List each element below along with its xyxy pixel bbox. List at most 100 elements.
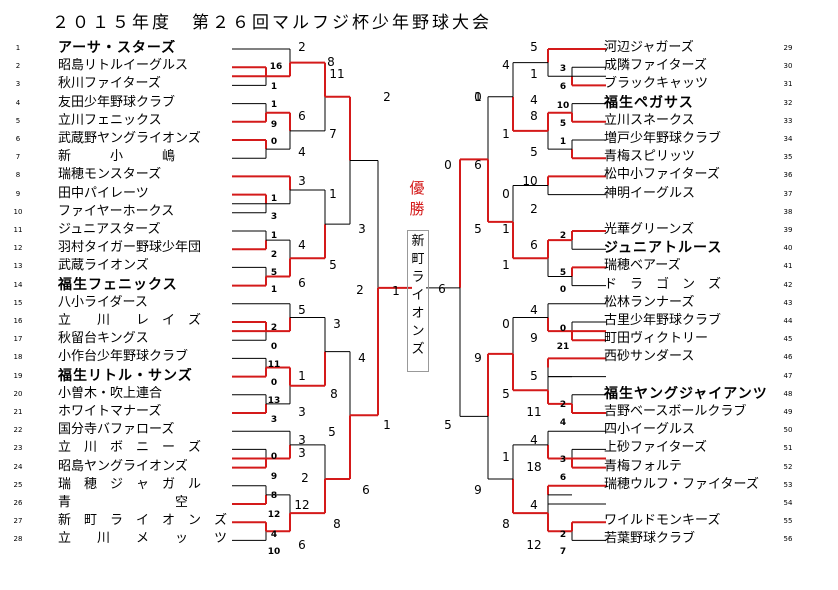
score-label: 5 bbox=[444, 418, 452, 432]
team-name: 立 川 レ イ ズ bbox=[58, 313, 202, 328]
team-name: ド ラ ゴ ン ズ bbox=[604, 276, 722, 292]
score-label: 6 bbox=[474, 158, 482, 172]
score-label: 8 bbox=[327, 55, 335, 69]
score-label: 4 bbox=[270, 530, 278, 540]
team-number: 26 bbox=[13, 499, 23, 507]
score-label: 8 bbox=[530, 109, 538, 123]
score-label: 3 bbox=[358, 222, 366, 236]
score-label: 8 bbox=[270, 491, 278, 501]
team-number: 13 bbox=[13, 262, 23, 271]
team-number: 23 bbox=[13, 444, 23, 453]
team-name: 昭島リトルイーグルス bbox=[58, 58, 189, 74]
team-number: 39 bbox=[783, 226, 793, 234]
score-label: 3 bbox=[559, 455, 567, 465]
team-number: 36 bbox=[783, 171, 793, 180]
team-name: ホワイトマナーズ bbox=[58, 404, 162, 419]
score-label: 0 bbox=[559, 285, 567, 295]
score-label: 0 bbox=[270, 137, 278, 147]
team-number: 3 bbox=[15, 80, 21, 89]
score-label: 8 bbox=[330, 387, 338, 401]
score-label: 1 bbox=[270, 82, 278, 92]
team-number: 55 bbox=[783, 517, 793, 526]
team-name bbox=[604, 495, 812, 511]
score-label: 11 bbox=[267, 360, 281, 370]
team-number: 21 bbox=[13, 408, 23, 416]
team-number: 25 bbox=[13, 480, 23, 489]
team-name: 福生フェニックス bbox=[58, 276, 178, 293]
team-name: 八小ライダース bbox=[58, 294, 148, 310]
score-label: 5 bbox=[502, 387, 510, 401]
team-name: 瑞穂モンスターズ bbox=[58, 167, 162, 183]
score-label: 1 bbox=[474, 90, 482, 104]
champion-label: 優勝 bbox=[409, 179, 425, 218]
team-name: 光華グリーンズ bbox=[604, 222, 695, 237]
team-name: 羽村タイガー野球少年団 bbox=[58, 240, 202, 256]
team-name: 瑞穂ベアーズ bbox=[604, 258, 681, 274]
score-label: 5 bbox=[530, 369, 538, 383]
score-label: 6 bbox=[559, 473, 567, 483]
score-label: 3 bbox=[270, 212, 278, 222]
score-label: 1 bbox=[329, 187, 337, 201]
team-name bbox=[604, 368, 812, 384]
team-name: 町田ヴィクトリー bbox=[604, 331, 709, 347]
score-label: 1 bbox=[270, 100, 278, 110]
score-label: 1 bbox=[502, 258, 510, 272]
team-name: 福生リトル・サンズ bbox=[58, 367, 193, 384]
team-name bbox=[604, 204, 812, 220]
team-number: 14 bbox=[13, 280, 23, 289]
team-number: 12 bbox=[13, 244, 23, 253]
team-number: 10 bbox=[13, 207, 23, 216]
score-label: 6 bbox=[298, 109, 306, 123]
score-label: 4 bbox=[530, 498, 538, 512]
score-label: 12 bbox=[294, 498, 310, 512]
score-label: 1 bbox=[270, 194, 278, 204]
team-name: 昭島ヤングライオンズ bbox=[58, 458, 188, 474]
team-number: 9 bbox=[15, 189, 21, 198]
score-label: 4 bbox=[530, 303, 538, 317]
score-label: 9 bbox=[474, 351, 482, 365]
team-name: 瑞 穂 ジ ャ ガ ル bbox=[58, 476, 202, 492]
score-label: 3 bbox=[333, 317, 341, 331]
team-number: 31 bbox=[783, 80, 793, 89]
team-number: 15 bbox=[13, 298, 23, 307]
score-label: 5 bbox=[298, 303, 306, 317]
score-label: 1 bbox=[270, 285, 278, 295]
team-number: 17 bbox=[13, 335, 23, 344]
team-name: 田中パイレーツ bbox=[58, 185, 149, 201]
score-label: 2 bbox=[298, 40, 306, 54]
team-name: 松中小ファイターズ bbox=[604, 167, 720, 183]
score-label: 4 bbox=[358, 351, 366, 365]
score-label: 5 bbox=[530, 40, 538, 54]
team-number: 41 bbox=[783, 262, 793, 271]
team-number: 6 bbox=[15, 135, 21, 143]
team-name: ブラックキャッツ bbox=[604, 76, 709, 92]
score-label: 2 bbox=[559, 400, 567, 410]
score-label: 6 bbox=[362, 483, 370, 497]
score-label: 18 bbox=[526, 460, 542, 474]
team-name: 新 町 ラ イ オ ン ズ bbox=[58, 513, 228, 529]
team-name: 国分寺バファローズ bbox=[58, 422, 175, 438]
team-number: 49 bbox=[783, 408, 793, 416]
team-name: 四小イーグルス bbox=[604, 422, 696, 438]
score-label: 9 bbox=[530, 331, 538, 345]
team-name: 新 小 嶋 bbox=[58, 149, 176, 165]
team-name: 上砂ファイターズ bbox=[604, 440, 707, 456]
score-label: 9 bbox=[270, 120, 278, 130]
team-name: 瑞穂ウルフ・ファイターズ bbox=[604, 476, 759, 492]
score-label: 0 bbox=[270, 378, 278, 388]
team-number: 54 bbox=[783, 499, 793, 507]
score-label: 3 bbox=[270, 415, 278, 425]
team-number: 7 bbox=[15, 153, 21, 162]
score-label: 3 bbox=[298, 446, 306, 460]
team-number: 8 bbox=[15, 171, 21, 180]
team-number: 18 bbox=[13, 353, 23, 362]
team-name: ジュニアトルース bbox=[604, 240, 723, 257]
team-number: 1 bbox=[15, 44, 21, 52]
team-number: 52 bbox=[783, 462, 793, 471]
team-name: 青 空 bbox=[58, 495, 189, 510]
team-name: ジュニアスターズ bbox=[58, 222, 161, 237]
score-label: 3 bbox=[298, 405, 306, 419]
team-number: 2 bbox=[15, 62, 21, 71]
team-number: 34 bbox=[783, 135, 793, 143]
